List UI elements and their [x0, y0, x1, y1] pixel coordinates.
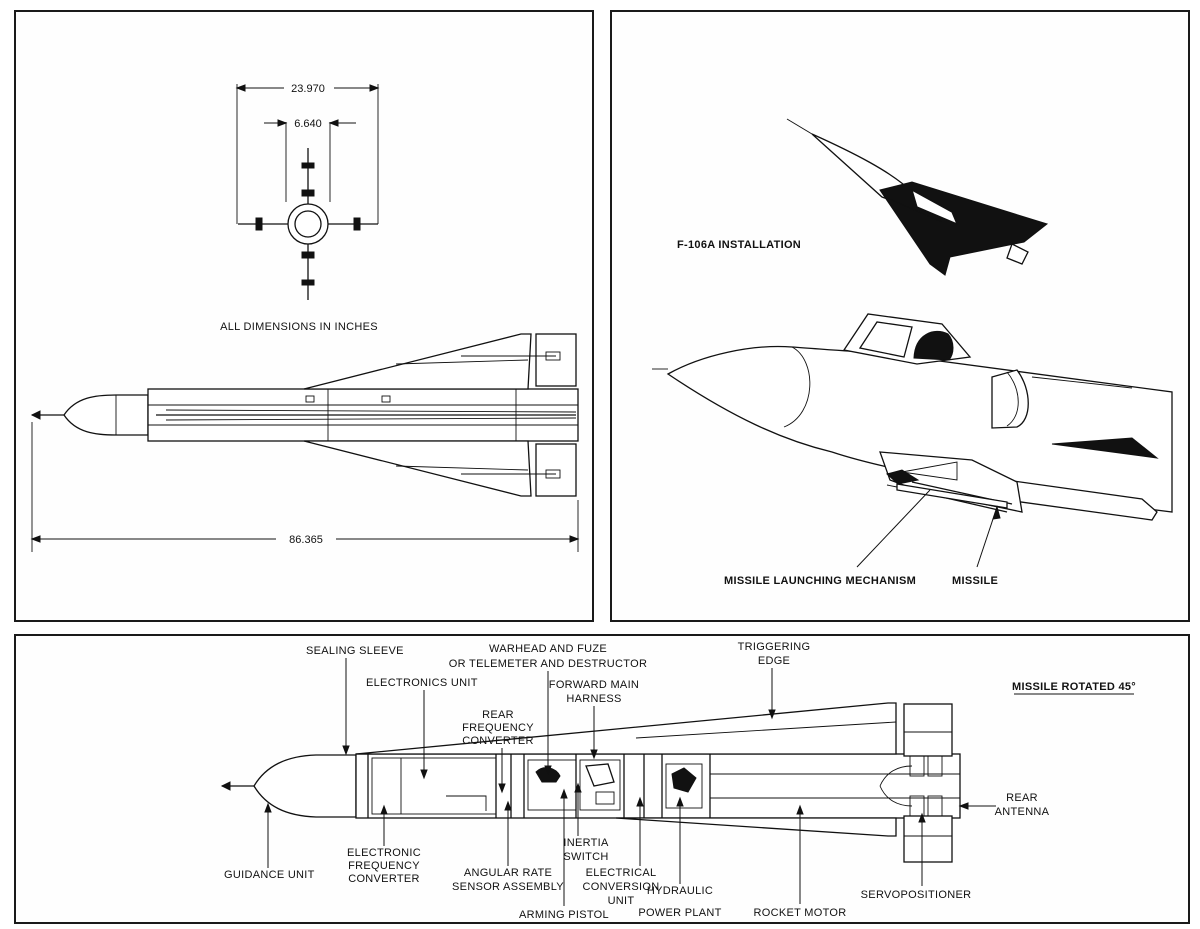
length-dimension: 86.365 — [30, 422, 580, 552]
angular-rate-label-line1: ANGULAR RATE — [464, 867, 552, 879]
span-dimension-value: 23.970 — [291, 83, 325, 95]
cutaway-drawing: MISSILE ROTATED 45° — [220, 641, 1136, 921]
dimensions-drawing: 23.970 6.640 ALL DIMENSIONS IN INCHES — [30, 83, 580, 552]
triggering-edge-label-line1: TRIGGERING — [738, 641, 811, 653]
forward-harness-label-line2: HARNESS — [566, 693, 621, 705]
warhead-label-line2: OR TELEMETER AND DESTRUCTOR — [449, 658, 647, 670]
body-dimension: 6.640 — [264, 118, 356, 202]
missile-top-view — [30, 333, 579, 497]
angular-rate-label-line2: SENSOR ASSEMBLY — [452, 881, 564, 893]
missile-front-view — [238, 148, 378, 300]
elec-freq-label-line3: CONVERTER — [348, 873, 420, 885]
rear-freq-label-line3: CONVERTER — [462, 735, 534, 747]
servopositioner-label: SERVOPOSITIONER — [861, 889, 972, 901]
electronics-unit-label: ELECTRONICS UNIT — [366, 677, 478, 689]
sealing-sleeve-label: SEALING SLEEVE — [306, 645, 404, 657]
rotated-note-box: MISSILE ROTATED 45° — [1012, 681, 1136, 695]
electrical-conversion-label-line1: ELECTRICAL — [586, 867, 657, 879]
inertia-switch-label-line2: SWITCH — [563, 851, 608, 863]
launch-leader-line — [856, 489, 931, 568]
electrical-conversion-label-line3: UNIT — [608, 895, 635, 907]
rear-freq-label-line1: REAR — [482, 709, 514, 721]
warhead-label-line1: WARHEAD AND FUZE — [489, 643, 607, 655]
missile-label: MISSILE — [952, 575, 998, 587]
aircraft-side-view — [652, 313, 1173, 521]
missile-cutaway — [220, 702, 961, 863]
elec-freq-label-line2: FREQUENCY — [348, 860, 420, 872]
arming-pistol-label: ARMING PISTOL — [519, 909, 609, 921]
rocket-motor-label: ROCKET MOTOR — [753, 907, 846, 919]
length-dimension-value: 86.365 — [289, 534, 323, 546]
guidance-unit-label: GUIDANCE UNIT — [224, 869, 315, 881]
missile-arrowhead — [992, 505, 1001, 520]
rear-freq-label-line2: FREQUENCY — [462, 722, 534, 734]
launch-mechanism-label: MISSILE LAUNCHING MECHANISM — [724, 575, 916, 587]
dimensions-panel: 23.970 6.640 ALL DIMENSIONS IN INCHES — [14, 10, 594, 622]
body-dimension-value: 6.640 — [294, 118, 322, 130]
forward-harness-label-line1: FORWARD MAIN — [549, 679, 639, 691]
elec-freq-label-line1: ELECTRONIC — [347, 847, 421, 859]
installation-title: F-106A INSTALLATION — [677, 239, 801, 251]
electrical-conversion-label-line2: CONVERSION — [583, 881, 660, 893]
rear-antenna-label-line2: ANTENNA — [995, 806, 1050, 818]
hydraulic-label-line1: HYDRAULIC — [647, 885, 713, 897]
triggering-edge-label-line2: EDGE — [758, 655, 790, 667]
cutaway-labels: SEALING SLEEVE ELECTRONICS UNIT WARHEAD … — [224, 641, 1050, 921]
rotated-note: MISSILE ROTATED 45° — [1012, 681, 1136, 693]
installation-panel: F-106A INSTALLATION MISSILE LAUNCHING ME… — [610, 10, 1190, 622]
aircraft-plan-view — [786, 118, 1049, 276]
dimensions-note: ALL DIMENSIONS IN INCHES — [220, 321, 378, 333]
cutaway-panel: MISSILE ROTATED 45° — [14, 634, 1190, 924]
installation-drawing: F-106A INSTALLATION MISSILE LAUNCHING ME… — [652, 118, 1173, 587]
inertia-switch-label-line1: INERTIA — [563, 837, 609, 849]
rear-antenna-label-line1: REAR — [1006, 792, 1038, 804]
hydraulic-label-line2: POWER PLANT — [638, 907, 721, 919]
span-dimension: 23.970 — [235, 83, 380, 224]
